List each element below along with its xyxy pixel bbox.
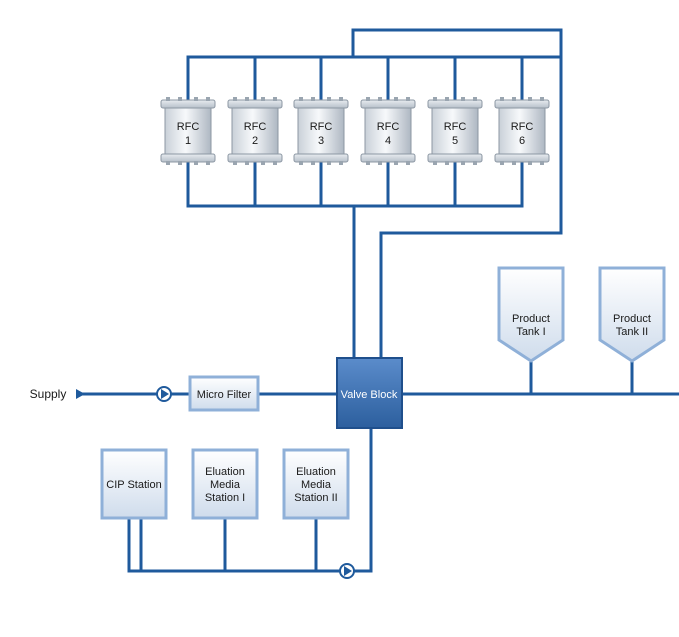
valve-block[interactable]: Valve Block <box>336 357 403 429</box>
station-label-line: Media <box>301 479 332 491</box>
station-label-line: Station I <box>205 492 245 504</box>
arrow-head-icon <box>76 389 85 399</box>
micro-filter[interactable]: Micro Filter <box>188 375 260 412</box>
rfc-number: 1 <box>185 135 191 147</box>
rfc-column-2[interactable]: RFC 2 <box>227 97 283 165</box>
station-label-line: Media <box>210 479 241 491</box>
column-connector-pipes <box>186 55 524 208</box>
rfc-number: 2 <box>252 135 258 147</box>
valve-block-label: Valve Block <box>341 389 398 401</box>
tank-label-line1: Product <box>512 313 550 325</box>
rfc-number: 5 <box>452 135 458 147</box>
rfc-label: RFC <box>244 121 267 133</box>
rfc-column-3[interactable]: RFC 3 <box>293 97 349 165</box>
rfc-label: RFC <box>444 121 467 133</box>
station-label-line: Eluation <box>205 466 245 478</box>
supply-pump[interactable] <box>156 386 172 402</box>
station-1[interactable]: CIP Station <box>100 448 168 520</box>
rfc-columns: RFC 1 RFC 2 RFC 3 RFC 4 RFC 5 RFC 6 <box>160 97 550 165</box>
rfc-column-5[interactable]: RFC 5 <box>427 97 483 165</box>
station-return-pipe <box>127 426 373 573</box>
supply-label: Supply <box>30 387 67 401</box>
rfc-label: RFC <box>511 121 534 133</box>
rfc-number: 4 <box>385 135 391 147</box>
return-pump[interactable] <box>339 563 355 579</box>
micro-filter-label: Micro Filter <box>197 389 252 401</box>
rfc-number: 6 <box>519 135 525 147</box>
rfc-label: RFC <box>177 121 200 133</box>
station-label-line: Station II <box>294 492 337 504</box>
tank-label-line1: Product <box>613 313 651 325</box>
rfc-column-4[interactable]: RFC 4 <box>360 97 416 165</box>
rfc-label: RFC <box>377 121 400 133</box>
rfc-column-6[interactable]: RFC 6 <box>494 97 550 165</box>
rfc-number: 3 <box>318 135 324 147</box>
rfc-column-1[interactable]: RFC 1 <box>160 97 216 165</box>
rfc-label: RFC <box>310 121 333 133</box>
station-label-line: CIP Station <box>106 479 161 491</box>
tank-label-line2: Tank II <box>616 326 648 338</box>
return-loop-pipe <box>351 28 563 360</box>
tank-label-line2: Tank I <box>516 326 545 338</box>
station-label-line: Eluation <box>296 466 336 478</box>
